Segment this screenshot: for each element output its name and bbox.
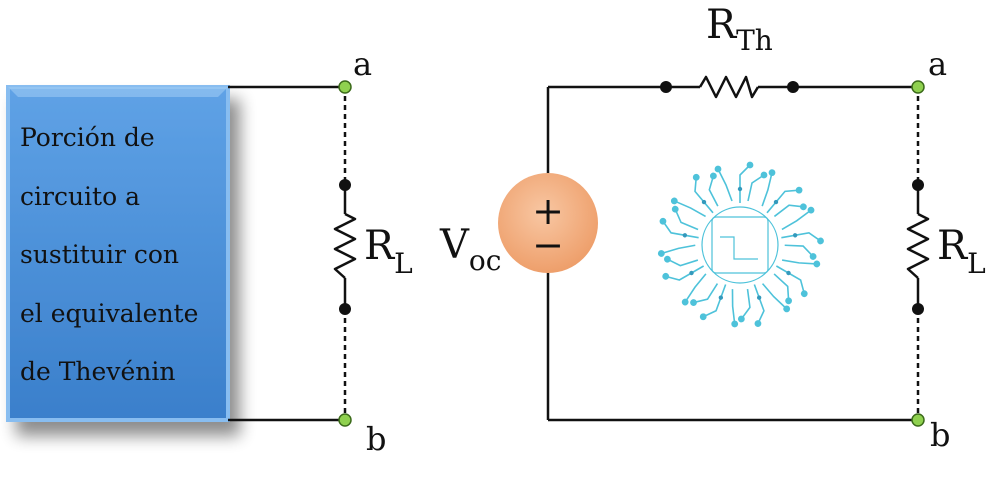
- right-wires: [546, 85, 920, 422]
- left-node-dot-upper: [339, 179, 351, 191]
- right-terminal-b: [911, 413, 925, 427]
- source-label: Voc: [439, 222, 501, 277]
- circuit-watermark-logo: [653, 161, 827, 333]
- right-load-label: RL: [937, 223, 986, 280]
- left-terminal-a-label: a: [353, 45, 372, 83]
- left-node-dot-lower: [339, 303, 351, 315]
- left-load-resistor: [333, 212, 357, 279]
- source-minus-sign: −: [532, 223, 564, 267]
- left-terminal-a: [338, 80, 352, 94]
- left-load-label: RL: [364, 223, 413, 280]
- right-load-resistor: [906, 212, 930, 279]
- right-node-dot-upper: [912, 179, 924, 191]
- source-plus-sign: +: [532, 189, 564, 233]
- right-terminal-b-label: b: [930, 416, 950, 454]
- right-terminal-a-label: a: [928, 45, 947, 83]
- voltage-source: + −: [498, 173, 598, 273]
- right-terminal-a: [911, 80, 925, 94]
- thevenin-resistor-label: RTh: [706, 2, 773, 57]
- thevenin-node-left: [660, 81, 672, 93]
- circuit-portion-box: [6, 85, 230, 422]
- left-wires: [228, 85, 347, 422]
- left-terminal-b: [338, 413, 352, 427]
- right-node-dot-lower: [912, 303, 924, 315]
- thevenin-node-right: [787, 81, 799, 93]
- thevenin-resistor: [698, 75, 760, 99]
- left-terminal-b-label: b: [366, 420, 386, 458]
